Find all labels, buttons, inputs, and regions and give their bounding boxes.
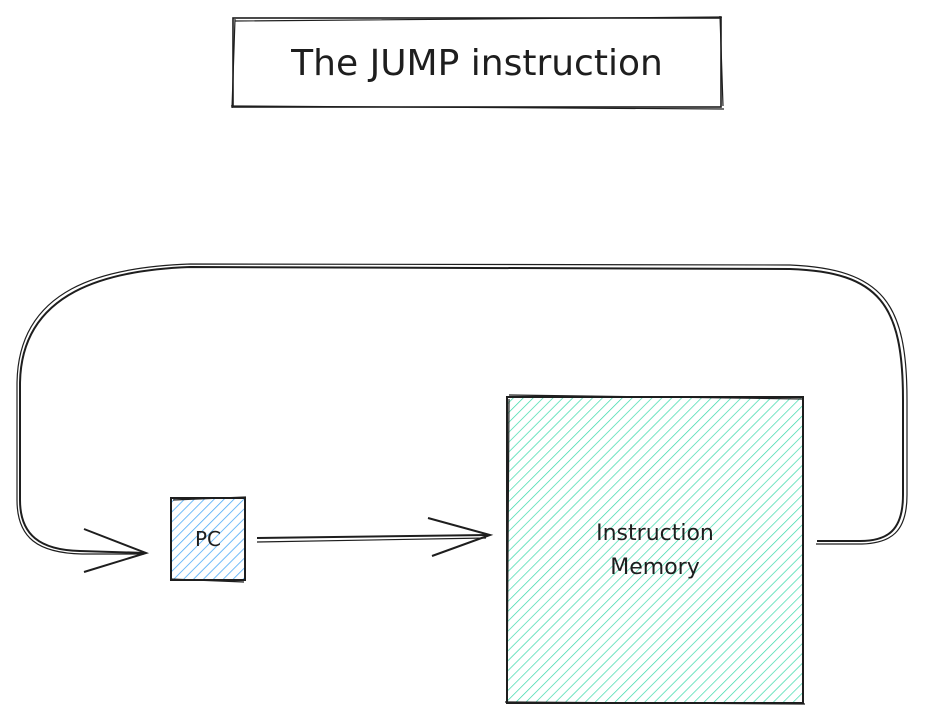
pc-label: PC [195, 527, 221, 551]
page-title: The JUMP instruction [290, 43, 663, 84]
instruction-memory-box: Instruction Memory [504, 394, 806, 705]
memory-label-line1: Instruction [596, 521, 714, 546]
arrowhead-to-memory [427, 517, 494, 557]
connector-memory-to-pc [16, 263, 908, 573]
arrowhead-to-pc [83, 528, 150, 573]
memory-label-line2: Memory [610, 555, 699, 580]
connector-pc-to-memory [256, 517, 494, 557]
pc-box: PC [169, 496, 247, 583]
title-box: The JUMP instruction [230, 15, 725, 110]
